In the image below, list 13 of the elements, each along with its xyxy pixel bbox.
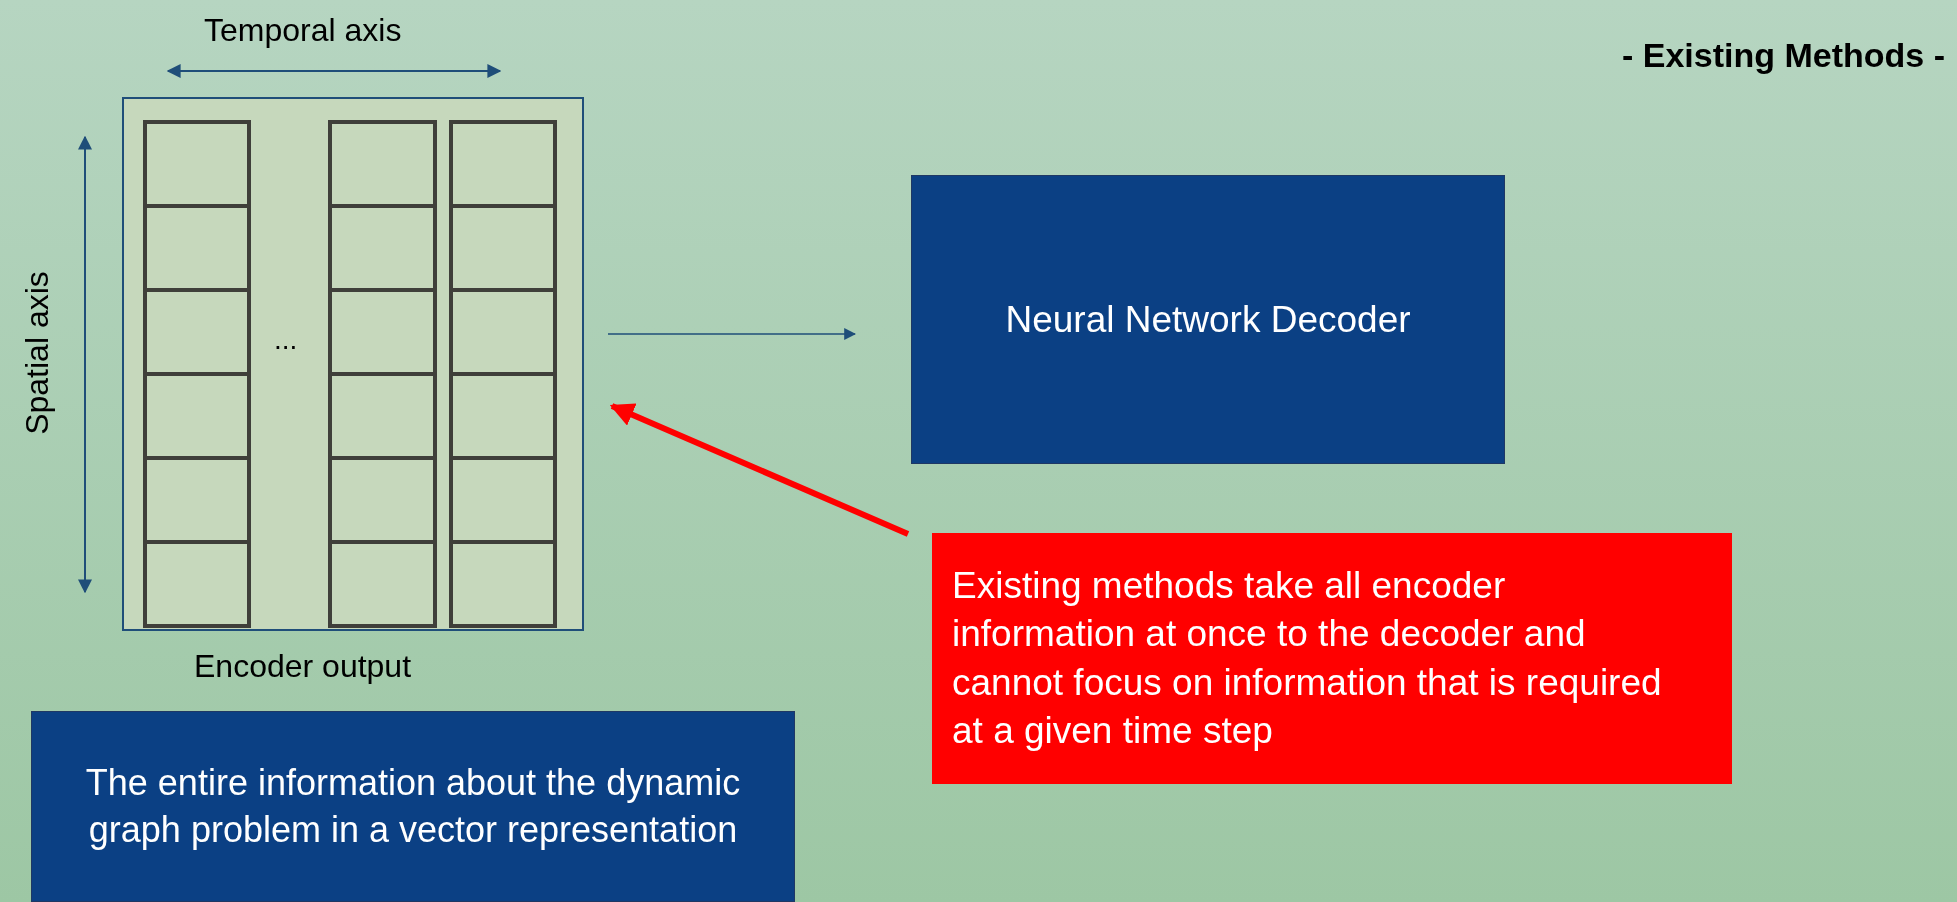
box-text: The entire information about the dynamic graph problem in a vector representation (84, 760, 742, 852)
axis-label: Temporal axis (204, 11, 402, 50)
axis-label: Spatial axis (18, 271, 56, 435)
box-text: Existing methods take all encoder information at once to the decoder and cannot focus on information that is required at a given time step (952, 564, 1663, 753)
decoder-box (911, 175, 1505, 464)
box-text: Neural Network Decoder (1005, 297, 1411, 342)
callout-box (932, 533, 1732, 784)
ellipsis-label: ... (274, 323, 298, 357)
node-label: Encoder output (194, 647, 412, 686)
arrow (609, 403, 910, 537)
slide-title: - Existing Methods - (1622, 35, 1945, 76)
arrow (607, 328, 857, 340)
info-box (31, 711, 795, 902)
